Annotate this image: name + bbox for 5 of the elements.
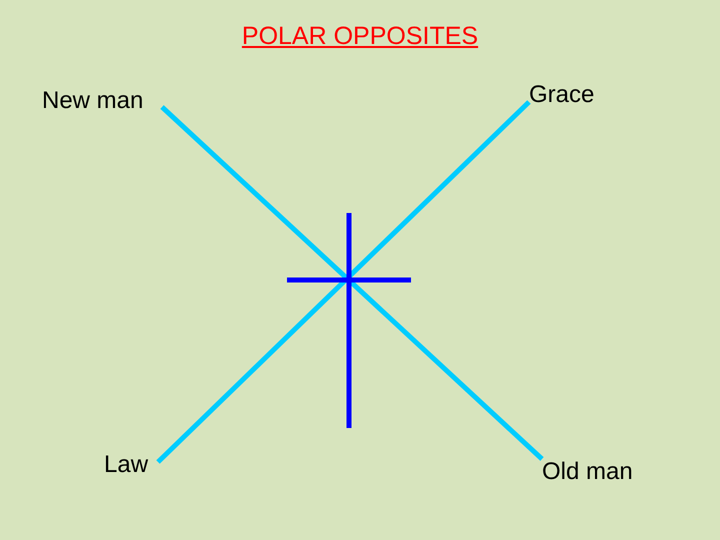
term-label: New man xyxy=(42,86,162,116)
title: POLAR OPPOSITES xyxy=(242,22,478,50)
term-label: Old man xyxy=(542,457,650,487)
term-label: Law xyxy=(104,450,158,480)
term-label: Grace xyxy=(529,80,608,110)
